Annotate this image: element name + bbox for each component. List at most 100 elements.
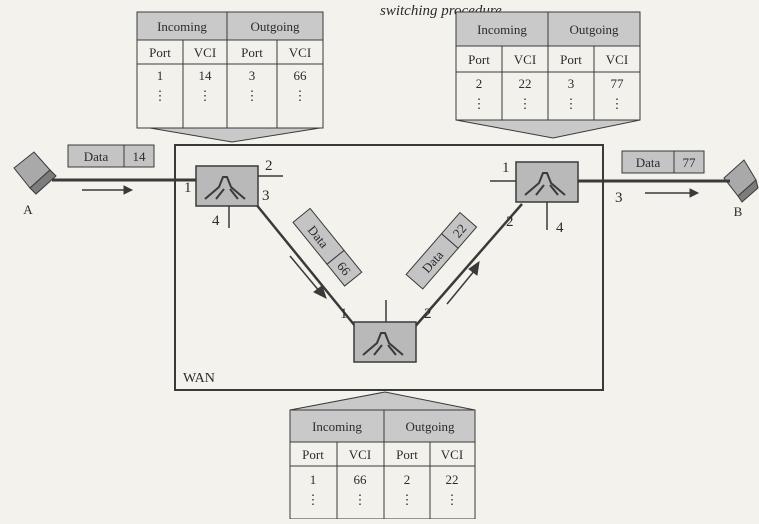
table-cell: 2 — [476, 76, 483, 91]
switch-icon — [362, 332, 404, 356]
table-cell: 77 — [611, 76, 625, 91]
wan-boundary — [174, 144, 604, 391]
link-switch-1-switch-3 — [254, 202, 361, 333]
table-ellipsis: ⋮ — [519, 96, 532, 111]
table-cell: 1 — [157, 68, 164, 83]
table-subheader-vci: VCI — [194, 45, 216, 60]
table-header-outgoing: Outgoing — [569, 22, 619, 37]
port-label: 2 — [424, 306, 432, 322]
switch-box — [195, 165, 259, 207]
table-ellipsis: ⋮ — [307, 492, 320, 507]
table-subheader-port: Port — [396, 447, 418, 462]
table-subheader-vci: VCI — [606, 52, 628, 67]
table-cell: 22 — [519, 76, 532, 91]
switch-box — [515, 161, 579, 203]
table-cell: 3 — [249, 68, 256, 83]
table-header-incoming: Incoming — [157, 19, 207, 34]
table-cell: 1 — [310, 472, 317, 487]
table-header-outgoing: Outgoing — [405, 419, 455, 434]
link-switch-3-switch-2 — [411, 203, 523, 331]
arrow-down-right-icon — [313, 285, 327, 299]
links — [52, 178, 730, 333]
table-ellipsis: ⋮ — [401, 492, 414, 507]
switch-box — [353, 321, 417, 363]
switch-1: 1 2 3 4 — [184, 158, 283, 229]
table-ellipsis: ⋮ — [446, 492, 459, 507]
arrow-right-icon — [123, 185, 134, 195]
switch-1-table: Incoming Outgoing Port VCI Port VCI 1 14… — [136, 11, 324, 143]
table-subheader-row — [136, 39, 324, 65]
switch-3: 1 2 — [340, 300, 432, 363]
switch-icon — [524, 172, 566, 196]
switch-2: 1 2 3 4 — [490, 160, 623, 236]
port-label: 3 — [615, 190, 623, 206]
port-label: 4 — [556, 220, 564, 236]
frame-sw1-sw3: Data 66 — [292, 207, 363, 287]
frame-vci-field — [673, 150, 705, 174]
port-label: 2 — [506, 214, 514, 230]
frame-data-label: Data — [636, 155, 661, 170]
host-label: A — [23, 202, 33, 217]
table-subheader-row — [289, 441, 476, 467]
frame-vci-field — [440, 211, 478, 249]
table-subheader-port: Port — [241, 45, 263, 60]
frame-vci-field — [123, 144, 155, 168]
port-label: 1 — [502, 160, 510, 176]
host-b: B — [723, 159, 759, 219]
table-header-outgoing: Outgoing — [250, 19, 300, 34]
port-label: 4 — [212, 213, 220, 229]
table-ellipsis: ⋮ — [354, 492, 367, 507]
table-ellipsis: ⋮ — [154, 88, 167, 103]
table-subheader-port: Port — [560, 52, 582, 67]
table-ellipsis: ⋮ — [473, 96, 486, 111]
frame-a: Data 14 — [67, 144, 155, 168]
port-label: 3 — [262, 188, 270, 204]
frame-vci-field — [326, 249, 363, 287]
port-label: 1 — [184, 180, 192, 196]
table-subheader-port: Port — [302, 447, 324, 462]
table-ellipsis: ⋮ — [565, 96, 578, 111]
table-ellipsis: ⋮ — [611, 96, 624, 111]
arrow-up-right-icon — [468, 260, 480, 276]
table-subheader-vci: VCI — [289, 45, 311, 60]
frame-sw3-sw2: Data 22 — [405, 211, 478, 290]
table-subheader-vci: VCI — [514, 52, 536, 67]
table-cell: 66 — [354, 472, 368, 487]
table-callout-pointer — [149, 127, 321, 143]
table-cell: 22 — [446, 472, 459, 487]
switch-3-table: Incoming Outgoing Port VCI Port VCI 1 66… — [289, 391, 476, 520]
table-body — [289, 465, 476, 520]
host-a: A — [13, 151, 57, 217]
table-cell: 66 — [294, 68, 308, 83]
table-subheader-vci: VCI — [441, 447, 463, 462]
table-ellipsis: ⋮ — [294, 88, 307, 103]
table-subheader-port: Port — [149, 45, 171, 60]
direction-arrows — [82, 185, 700, 305]
table-ellipsis: ⋮ — [246, 88, 259, 103]
frame-vci-label: 14 — [133, 149, 147, 164]
wan-label: WAN — [183, 371, 215, 386]
switch-2-table: Incoming Outgoing Port VCI Port VCI 2 22… — [455, 11, 641, 139]
table-subheader-port: Port — [468, 52, 490, 67]
frame-data-label: Data — [84, 149, 109, 164]
table-cell: 14 — [199, 68, 213, 83]
laptop-icon — [723, 159, 759, 203]
table-header-incoming: Incoming — [312, 419, 362, 434]
port-label: 1 — [340, 306, 348, 322]
frame-b: Data 77 — [621, 150, 705, 174]
table-header-incoming: Incoming — [477, 22, 527, 37]
table-subheader-vci: VCI — [349, 447, 371, 462]
table-body — [136, 63, 324, 129]
port-label: 2 — [265, 158, 273, 174]
table-header-row — [136, 11, 324, 41]
table-callout-pointer — [289, 391, 476, 411]
table-cell: 3 — [568, 76, 575, 91]
table-callout-pointer — [455, 119, 641, 139]
table-ellipsis: ⋮ — [199, 88, 212, 103]
frame-vci-label: 77 — [683, 155, 697, 170]
arrow-right-icon — [689, 188, 700, 198]
table-header-row — [289, 409, 476, 443]
host-label: B — [734, 204, 743, 219]
